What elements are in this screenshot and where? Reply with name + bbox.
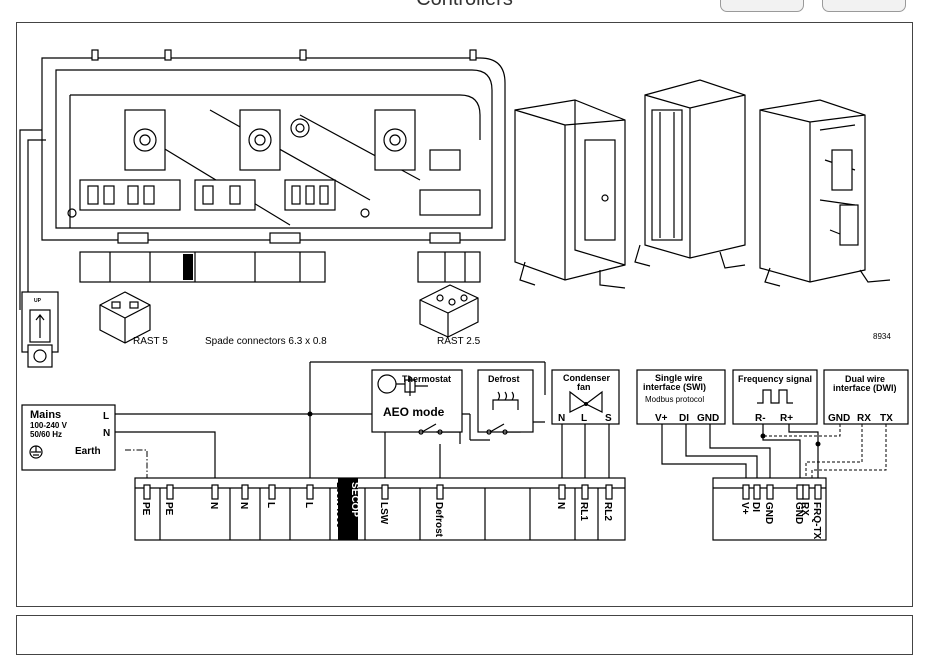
terminal-label: N bbox=[208, 502, 219, 509]
defrost-box: Defrost bbox=[477, 369, 534, 435]
terminal-label: LSW bbox=[378, 502, 389, 525]
terminal-pin bbox=[268, 484, 276, 500]
thermostat-title: Thermostat bbox=[402, 374, 451, 384]
dwi-pin-rx: RX bbox=[857, 413, 871, 424]
mains-voltage: 100-240 V bbox=[30, 421, 68, 430]
mains-earth-label: Earth bbox=[75, 446, 101, 457]
condenser-pin-l: L bbox=[581, 413, 587, 424]
secop-brand-label: SECOP bbox=[349, 482, 360, 517]
data-terminal-pin bbox=[753, 484, 761, 500]
terminal-pin bbox=[306, 484, 314, 500]
frequency-pin-rminus: R- bbox=[755, 413, 766, 424]
thermostat-box: Thermostat AEO mode bbox=[371, 369, 463, 435]
diagram-frame bbox=[16, 22, 913, 607]
mains-frequency: 50/60 Hz bbox=[30, 430, 62, 439]
part-number-label: 105N4960 bbox=[334, 482, 345, 529]
frequency-signal-box: Frequency signal R- R+ bbox=[732, 369, 818, 425]
controller-view-open bbox=[759, 99, 891, 287]
heater-icon bbox=[492, 391, 519, 410]
fan-icon bbox=[569, 390, 603, 413]
mains-title: Mains bbox=[30, 409, 61, 421]
data-terminal-label: RX bbox=[799, 502, 810, 516]
condenser-title: Condenser bbox=[563, 373, 611, 383]
wiring-diagram: UP RAST 5 Spade connectors 6.3 x 0.8 RAS… bbox=[19, 49, 909, 541]
swi-pin-gnd: GND bbox=[697, 413, 719, 424]
terminal-label: N bbox=[555, 502, 566, 509]
figure-id: 8934 bbox=[873, 332, 891, 341]
terminal-label: L bbox=[265, 502, 276, 508]
condenser-fan-box: Condenser fan N L S bbox=[551, 369, 620, 425]
data-terminal-pin bbox=[796, 484, 804, 500]
terminal-pin bbox=[381, 484, 389, 500]
page-title: Controllers bbox=[0, 0, 929, 11]
terminal-label: RL1 bbox=[578, 502, 589, 521]
defrost-title: Defrost bbox=[488, 374, 520, 384]
terminal-label: PE bbox=[140, 502, 151, 516]
data-terminal-pin bbox=[814, 484, 822, 500]
up-label: UP bbox=[34, 298, 42, 304]
mains-box: Mains 100-240 V 50/60 Hz L N Earth bbox=[21, 404, 116, 471]
data-terminal-label: GND bbox=[763, 502, 774, 524]
rast5-plug-drawing bbox=[99, 291, 151, 344]
terminal-label: PE bbox=[163, 502, 174, 516]
nav-tab-right[interactable] bbox=[822, 0, 906, 12]
swi-subtitle: interface (SWI) bbox=[643, 382, 706, 392]
up-connector: UP bbox=[21, 291, 59, 368]
controller-view-front bbox=[514, 99, 626, 289]
data-terminal-label: GND bbox=[793, 502, 804, 524]
dwi-box: Dual wire interface (DWI) GND RX TX bbox=[823, 369, 909, 425]
dwi-subtitle: interface (DWI) bbox=[833, 383, 897, 393]
terminal-label: L bbox=[303, 502, 314, 508]
data-terminal-pin bbox=[766, 484, 774, 500]
data-terminal-pin bbox=[742, 484, 750, 500]
condenser-pin-n: N bbox=[558, 413, 565, 424]
frequency-title: Frequency signal bbox=[738, 374, 812, 384]
rast25-plug-drawing bbox=[419, 284, 479, 338]
mains-n-label: N bbox=[103, 428, 110, 439]
swi-pin-vplus: V+ bbox=[655, 413, 668, 424]
page-header: Controllers bbox=[0, 0, 929, 22]
swi-pin-di: DI bbox=[679, 413, 689, 424]
terminal-pin bbox=[211, 484, 219, 500]
terminal-pin bbox=[241, 484, 249, 500]
data-terminal-pin bbox=[802, 484, 810, 500]
frequency-pin-rplus: R+ bbox=[780, 413, 793, 424]
terminal-label: Defrost bbox=[433, 502, 444, 538]
rast5-label: RAST 5 bbox=[133, 336, 168, 347]
rast25-label: RAST 2.5 bbox=[437, 336, 481, 347]
spade-connector-label: Spade connectors 6.3 x 0.8 bbox=[205, 336, 327, 347]
controller-housing-drawing bbox=[19, 49, 506, 310]
controller-view-side bbox=[634, 79, 746, 269]
dwi-title: Dual wire bbox=[845, 374, 885, 384]
dwi-pin-gnd: GND bbox=[828, 413, 850, 424]
terminal-label: RL2 bbox=[602, 502, 613, 521]
swi-title: Single wire bbox=[655, 373, 703, 383]
data-terminal-label: V+ bbox=[739, 502, 750, 515]
data-terminal-label: DI bbox=[750, 502, 761, 512]
housing-label-strip bbox=[79, 251, 481, 283]
data-terminal-label: FRQ-TX bbox=[811, 502, 822, 540]
nav-tab-left[interactable] bbox=[720, 0, 804, 12]
terminal-pin bbox=[605, 484, 613, 500]
condenser-pin-s: S bbox=[605, 413, 612, 424]
condenser-subtitle: fan bbox=[577, 382, 591, 392]
terminal-pin bbox=[166, 484, 174, 500]
terminal-pin bbox=[436, 484, 444, 500]
terminal-pin bbox=[558, 484, 566, 500]
terminal-pin bbox=[143, 484, 151, 500]
terminal-label: N bbox=[238, 502, 249, 509]
dwi-pin-tx: TX bbox=[880, 413, 893, 424]
swi-box: Single wire interface (SWI) Modbus proto… bbox=[636, 369, 726, 425]
aeo-mode-label: AEO mode bbox=[383, 405, 445, 419]
terminal-pin bbox=[581, 484, 589, 500]
mains-l-label: L bbox=[103, 411, 109, 422]
square-wave-icon bbox=[757, 389, 793, 404]
terminal-strip: PE PE N N L L LSW Defrost N RL1 RL2 SECOP 105N4960 bbox=[134, 477, 626, 541]
swi-protocol: Modbus protocol bbox=[645, 395, 704, 404]
